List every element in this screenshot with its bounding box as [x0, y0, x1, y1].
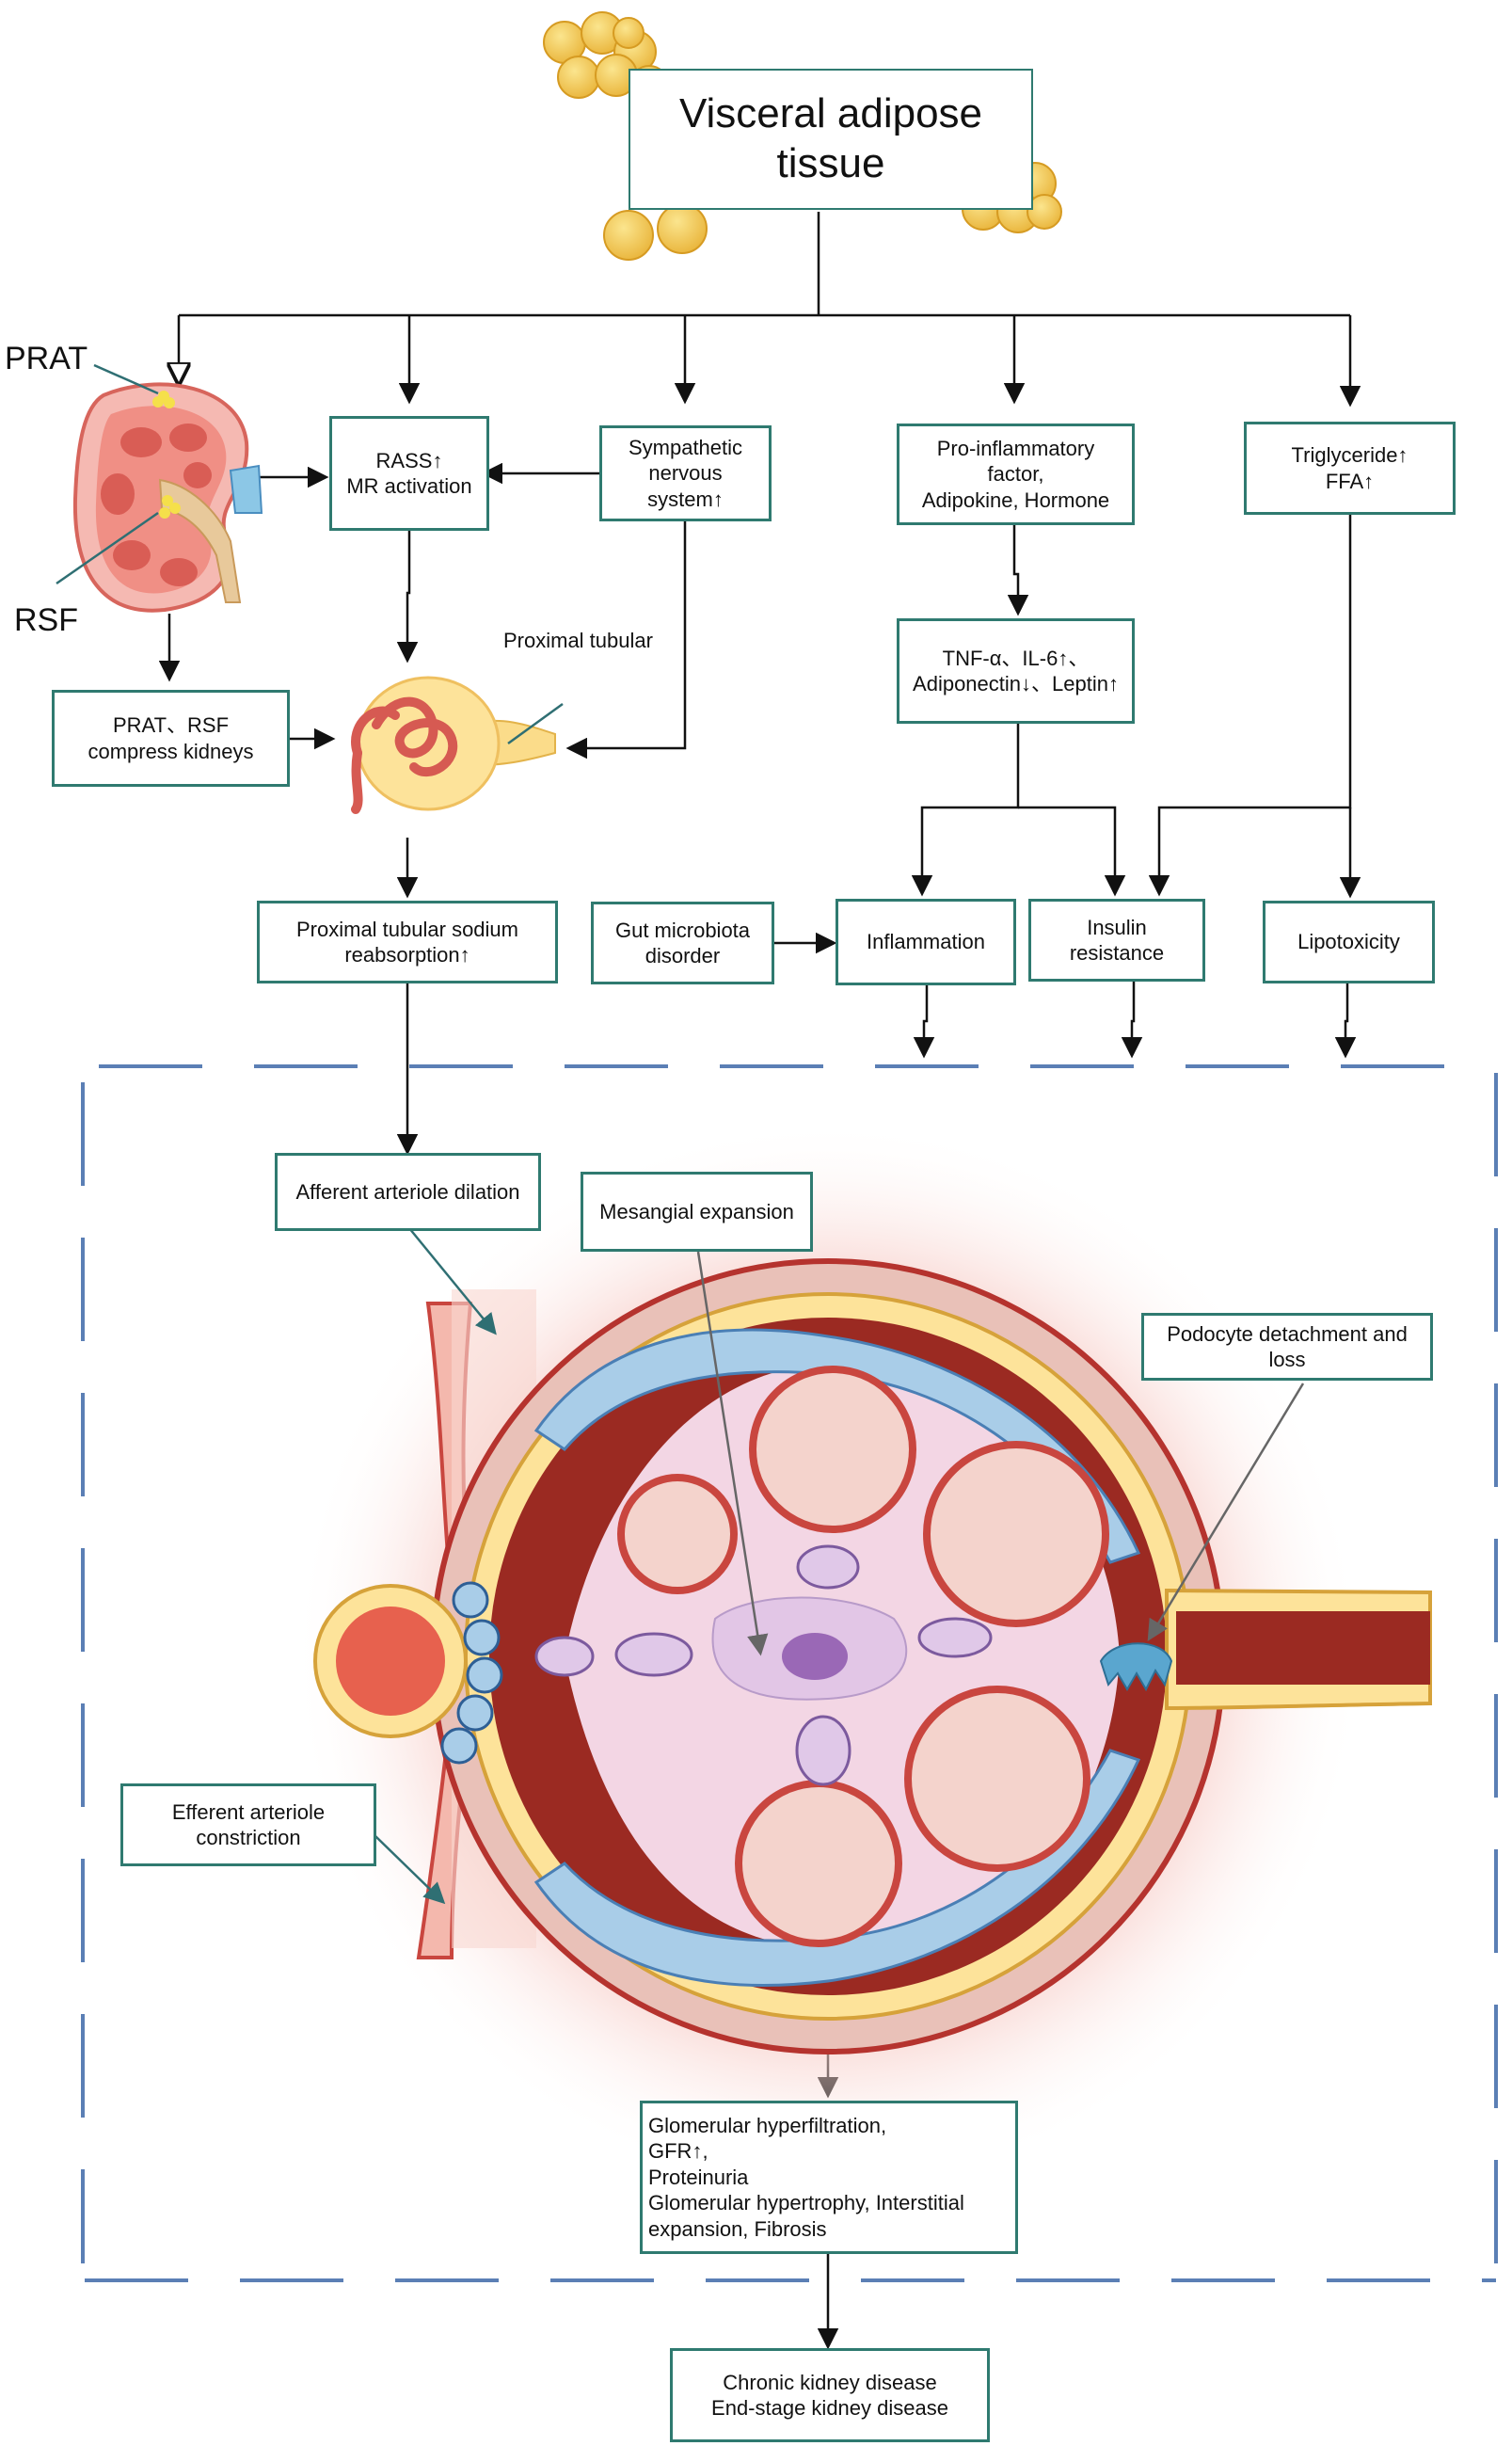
- tnf-box: TNF-α、IL-6↑、 Adiponectin↓、Leptin↑: [897, 618, 1135, 724]
- rsf-pointer: [56, 511, 159, 585]
- title-line-1: Visceral adipose: [678, 90, 983, 137]
- gut-microbiota-box: Gut microbiota disorder: [591, 902, 774, 984]
- afferent-pointer: [408, 1227, 497, 1335]
- title-line-2: tissue: [776, 140, 885, 186]
- afferent-box: Afferent arteriole dilation: [275, 1153, 541, 1231]
- kidney-illustration: [72, 382, 263, 613]
- insulin-resistance-box: Insulin resistance: [1028, 899, 1205, 982]
- compress-box: PRAT、RSF compress kidneys: [52, 690, 290, 787]
- podocyte-box: Podocyte detachment and loss: [1141, 1313, 1433, 1381]
- lipotoxicity-box: Lipotoxicity: [1263, 901, 1435, 983]
- proximal-tubular-label: Proximal tubular: [503, 629, 653, 652]
- glomerulus-illustration: [292, 1120, 1432, 2193]
- ckd-box: Chronic kidney disease End-stage kidney …: [670, 2348, 990, 2442]
- connector-lines: [158, 212, 1361, 2350]
- prat-pointer: [93, 363, 159, 395]
- rass-box: RASS↑ MR activation: [329, 416, 489, 531]
- pro-inflammatory-box: Pro-inflammatory factor, Adipokine, Horm…: [897, 424, 1135, 525]
- mesangial-pointer: [696, 1251, 769, 1656]
- efferent-box: Efferent arteriole constriction: [120, 1783, 376, 1866]
- inflammation-box: Inflammation: [836, 899, 1016, 985]
- prat-label: PRAT: [5, 341, 88, 376]
- sympathetic-box: Sympathetic nervous system↑: [599, 425, 772, 521]
- glomerular-box: Glomerular hyperfiltration, GFR↑, Protei…: [640, 2101, 1018, 2254]
- proximal-tubule-illustration: [351, 676, 556, 814]
- visceral-adipose-box: Visceral adipose tissue: [629, 69, 1033, 210]
- efferent-pointer: [374, 1834, 446, 1905]
- mesangial-box: Mesangial expansion: [581, 1172, 813, 1252]
- rsf-label: RSF: [14, 602, 78, 638]
- tubule-pointer: [507, 702, 564, 745]
- dashed-region: [81, 1064, 1498, 2282]
- sodium-box: Proximal tubular sodium reabsorption↑: [257, 901, 558, 983]
- triglyceride-box: Triglyceride↑ FFA↑: [1244, 422, 1456, 515]
- podocyte-pointer: [1147, 1383, 1305, 1641]
